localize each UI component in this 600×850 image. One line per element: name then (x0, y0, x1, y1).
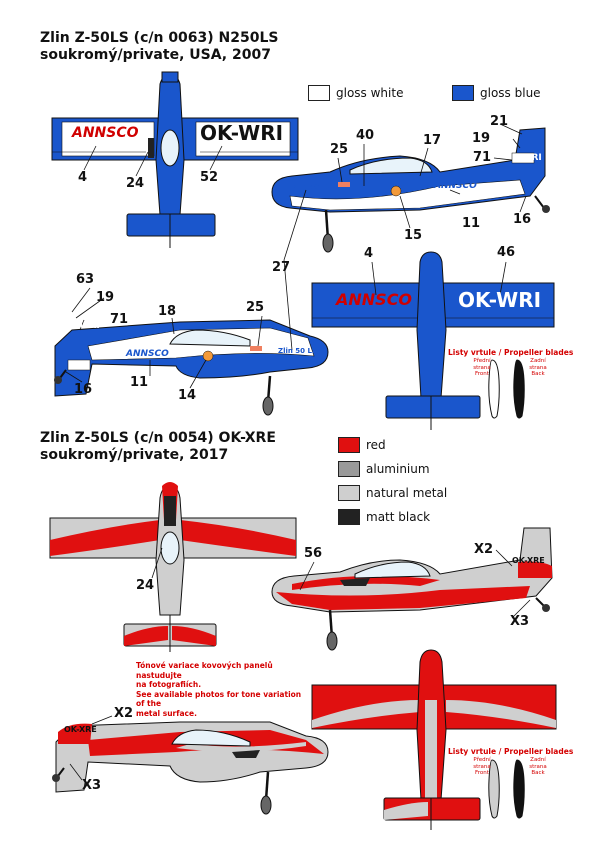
propeller-front-label-s1: Přední strana Front (466, 358, 498, 378)
note-line-2: na fotografiích. (136, 680, 202, 689)
back-label-cz: Zadní strana (529, 757, 547, 770)
s2-side-right-registration: OK-XRE (512, 556, 545, 565)
s2-side-view-right (271, 527, 553, 651)
section1-title-line1: Zlin Z-50LS (c/n 0063) N250LS (40, 30, 279, 46)
swatch-gloss-blue (452, 85, 474, 101)
note-line-1: Tónové variace kovových panelů nastudujt… (136, 661, 273, 680)
callout-71: 71 (473, 150, 492, 165)
callout-24: 24 (126, 176, 145, 191)
callout-46: 46 (497, 245, 516, 260)
s1-bottom-annsco-marking: ANNSCO (336, 290, 413, 309)
callout-40: 40 (356, 128, 375, 143)
callout-x3-left: X3 (82, 778, 102, 793)
s1-top-view (51, 71, 299, 248)
callout-4: 4 (78, 170, 88, 185)
callout-19-left: 19 (96, 290, 115, 305)
propeller-back-label-s1: Zadní strana Back (522, 358, 554, 378)
s1-side-right-script: Zlin 50 LS (292, 183, 331, 191)
note-line-4: metal surface. (136, 708, 197, 718)
callout-16: 16 (513, 212, 532, 227)
legend-natural-metal: natural metal (338, 485, 447, 501)
swatch-matt-black (338, 509, 360, 525)
s2-top-view (49, 482, 297, 652)
propeller-front-label-s2: Přední strana Front (466, 757, 498, 777)
legend-label: aluminium (366, 462, 430, 476)
callout-x2-left: X2 (114, 706, 134, 721)
s1-top-registration-marking: OK-WRI (200, 121, 284, 145)
s1-side-left-annsco: ANNSCO (126, 349, 169, 359)
callout-25: 25 (330, 142, 349, 157)
note-line-3: See available photos for tone variation … (136, 689, 302, 709)
front-label-cz: Přední strana (473, 757, 491, 770)
s2-bottom-view (311, 649, 557, 830)
swatch-aluminium (338, 461, 360, 477)
callout-52: 52 (200, 170, 219, 185)
legend-label: gloss white (336, 86, 404, 100)
s1-side-left-script: Zlin 50 LS (278, 347, 317, 355)
leader-lines (65, 123, 531, 781)
s1-top-annsco-marking: ANNSCO (72, 125, 139, 141)
back-label-cz: Zadní strana (529, 358, 547, 371)
legend-gloss-white: gloss white (308, 85, 403, 101)
callout-11-left: 11 (130, 375, 149, 390)
front-label-cz: Přední strana (473, 358, 491, 371)
legend-label: matt black (366, 510, 431, 524)
s1-side-right-tail-reg: K-WRI (512, 153, 542, 163)
section2-title: Zlin Z-50LS (c/n 0054) OK-XRE soukromý/p… (40, 430, 276, 464)
legend-label: red (366, 438, 386, 452)
swatch-gloss-white (308, 85, 330, 101)
propeller-back-label-s2: Zadní strana Back (522, 757, 554, 777)
callout-x3-right: X3 (510, 614, 530, 629)
callout-21: 21 (490, 114, 509, 129)
callout-27: 27 (272, 260, 291, 275)
front-label-en: Front (475, 371, 489, 377)
s1-bottom-registration-marking: OK-WRI (458, 288, 542, 312)
callout-56: 56 (304, 546, 323, 561)
callout-24-s2: 24 (136, 578, 155, 593)
front-label-en: Front (475, 770, 489, 776)
s1-side-view-left (54, 319, 329, 416)
callout-4-bottom: 4 (364, 246, 374, 261)
s1-side-left-tail-reg: K-WRI (70, 321, 100, 331)
s1-bottom-view (311, 251, 555, 430)
s2-propeller-blades (488, 759, 525, 819)
section2-title-line2: soukromý/private, 2017 (40, 447, 229, 463)
back-label-en: Back (531, 371, 545, 377)
callout-71-left: 71 (110, 312, 129, 327)
legend-label: natural metal (366, 486, 448, 500)
callout-63: 63 (76, 272, 95, 287)
legend-gloss-blue: gloss blue (452, 85, 541, 101)
legend-aluminium: aluminium (338, 461, 430, 477)
callout-18: 18 (158, 304, 177, 319)
callout-11: 11 (462, 216, 481, 231)
propeller-title-s2: Listy vrtule / Propeller blades (448, 747, 574, 756)
callout-16-left: 16 (74, 382, 93, 397)
callout-25-left: 25 (246, 300, 265, 315)
callout-19: 19 (472, 131, 491, 146)
s2-side-left-registration: OK-XRE (64, 725, 97, 734)
s1-propeller-blades (488, 359, 525, 419)
metal-tone-note: Tónové variace kovových panelů nastudujt… (136, 661, 306, 718)
swatch-natural-metal (338, 485, 360, 501)
section1-title: Zlin Z-50LS (c/n 0063) N250LS soukromý/p… (40, 30, 279, 64)
s1-side-right-annsco: ANNSCO (434, 181, 477, 191)
propeller-title-s1: Listy vrtule / Propeller blades (448, 348, 574, 357)
legend-red: red (338, 437, 386, 453)
section1-title-line2: soukromý/private, USA, 2007 (40, 47, 271, 63)
callout-15: 15 (404, 228, 423, 243)
section2-title-line1: Zlin Z-50LS (c/n 0054) OK-XRE (40, 430, 276, 446)
swatch-red (338, 437, 360, 453)
callout-17: 17 (423, 133, 442, 148)
callout-x2-right: X2 (474, 542, 494, 557)
s1-side-view-right (271, 127, 550, 253)
callout-14: 14 (178, 388, 197, 403)
legend-matt-black: matt black (338, 509, 430, 525)
s2-side-view-left (52, 721, 329, 815)
back-label-en: Back (531, 770, 545, 776)
legend-label: gloss blue (480, 86, 541, 100)
